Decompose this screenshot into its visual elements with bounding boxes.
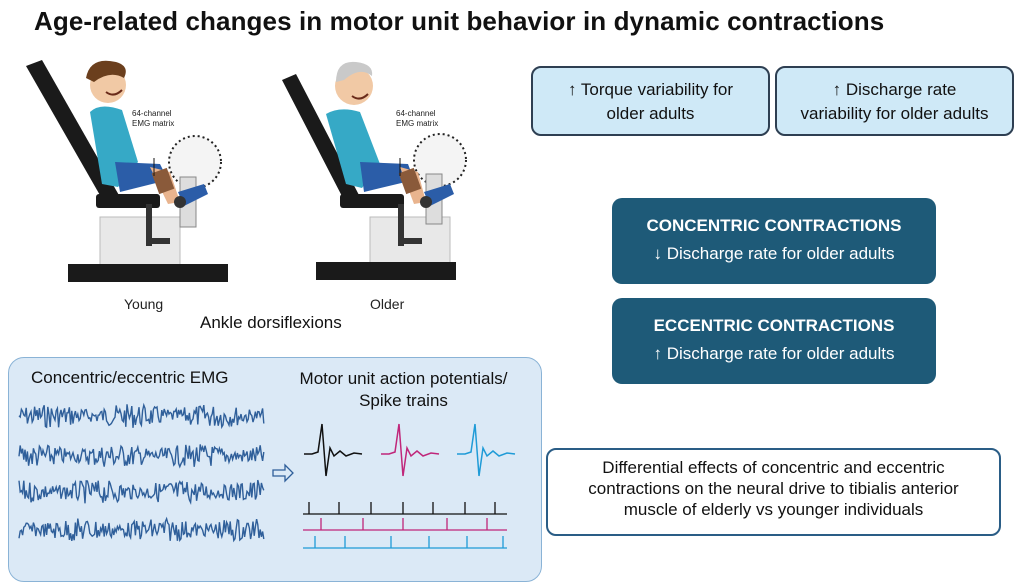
concentric-text: Discharge rate for older adults bbox=[666, 244, 895, 263]
page-title: Age-related changes in motor unit behavi… bbox=[34, 6, 885, 36]
young-subject-figure bbox=[26, 60, 228, 282]
dynamometer-illustration: 64-channel EMG matrix 64-channel EMG mat… bbox=[26, 60, 467, 282]
conclusion-box: Differential effects of concentric and e… bbox=[546, 448, 1001, 536]
emg-trace bbox=[18, 479, 265, 505]
eccentric-box: ECCENTRIC CONTRACTIONS ↑ Discharge rate … bbox=[612, 298, 936, 384]
muap-waveform bbox=[381, 423, 440, 477]
concentric-heading: CONCENTRIC CONTRACTIONS bbox=[646, 216, 902, 235]
conclusion-line-1: Differential effects of concentric and e… bbox=[602, 458, 945, 477]
muap-waveform bbox=[457, 423, 516, 477]
older-label: Older bbox=[370, 296, 405, 312]
muap-waveform bbox=[304, 423, 363, 477]
up-arrow-icon: ↑ bbox=[832, 80, 842, 99]
mu-title-line-2: Spike trains bbox=[359, 391, 448, 410]
up-arrow-icon: ↑ bbox=[567, 80, 577, 99]
emg-signals bbox=[18, 402, 516, 549]
discharge-var-line-2: variability for older adults bbox=[800, 104, 989, 123]
older-emg-label-1: 64-channel bbox=[396, 109, 436, 118]
discharge-var-line-1: Discharge rate bbox=[845, 80, 957, 99]
young-label: Young bbox=[124, 296, 164, 312]
down-arrow-icon: ↓ bbox=[653, 244, 663, 263]
eccentric-heading: ECCENTRIC CONTRACTIONS bbox=[653, 316, 895, 335]
emg-trace bbox=[18, 402, 265, 430]
torque-line-2: older adults bbox=[606, 104, 695, 123]
emg-panel: Concentric/eccentric EMG Motor unit acti… bbox=[8, 357, 542, 582]
discharge-variability-box: ↑ Discharge rate variability for older a… bbox=[775, 66, 1014, 136]
young-emg-label-2: EMG matrix bbox=[132, 119, 174, 128]
right-arrow-icon bbox=[272, 463, 294, 483]
older-emg-label-2: EMG matrix bbox=[396, 119, 438, 128]
emg-trace bbox=[18, 516, 265, 543]
conclusion-line-2: contractions on the neural drive to tibi… bbox=[588, 479, 959, 498]
older-subject-figure bbox=[282, 61, 467, 280]
conclusion-line-3: muscle of elderly vs younger individuals bbox=[623, 500, 924, 519]
torque-line-1: Torque variability for bbox=[580, 80, 734, 99]
young-emg-label-1: 64-channel bbox=[132, 109, 172, 118]
mu-title-line-1: Motor unit action potentials/ bbox=[299, 369, 508, 388]
emg-title: Concentric/eccentric EMG bbox=[31, 368, 229, 387]
task-label: Ankle dorsiflexions bbox=[200, 313, 342, 332]
mu-title: Motor unit action potentials/ Spike trai… bbox=[281, 368, 526, 412]
up-arrow-icon: ↑ bbox=[653, 344, 663, 363]
concentric-box: CONCENTRIC CONTRACTIONS ↓ Discharge rate… bbox=[612, 198, 936, 284]
emg-trace bbox=[18, 444, 265, 469]
torque-variability-box: ↑ Torque variability for older adults bbox=[531, 66, 770, 136]
eccentric-text: Discharge rate for older adults bbox=[666, 344, 895, 363]
